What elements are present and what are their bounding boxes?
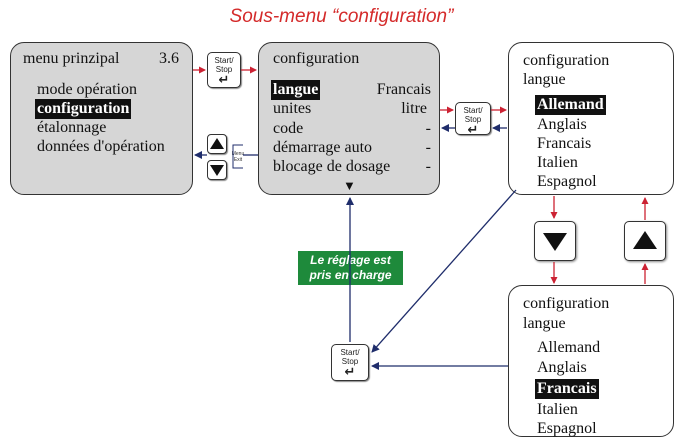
enter-icon: ↵ (218, 72, 230, 87)
up-button[interactable] (207, 134, 227, 154)
down-arrow-icon (210, 165, 224, 176)
main-menu-panel: menu prinzipal 3.6 mode opération config… (10, 42, 193, 195)
config-row-value: litre (401, 100, 427, 117)
main-menu-version: 3.6 (159, 50, 179, 67)
start-stop-button[interactable]: Start/ Stop ↵ (331, 344, 369, 381)
language-menu-title: configuration (523, 52, 610, 69)
language-menu-subtitle: langue (523, 71, 566, 88)
language-menu-subtitle: langue (523, 315, 566, 332)
config-row-label: blocage de dosage (273, 158, 391, 175)
config-row-value: - (425, 139, 431, 156)
config-row-label: démarrage auto (273, 139, 373, 156)
main-menu-item: mode opération (37, 81, 137, 98)
language-item: Espagnol (537, 173, 597, 190)
config-row-value: - (425, 158, 431, 175)
language-item: Francais (537, 135, 592, 152)
bracket-updown (232, 144, 243, 169)
down-arrow-icon (543, 233, 567, 251)
menu-exit-label: Menu Exit (231, 151, 245, 163)
config-row-value: - (425, 120, 431, 137)
up-arrow-icon (633, 231, 657, 249)
enter-icon: ↵ (344, 364, 356, 379)
config-row-label: unites (273, 100, 312, 117)
diagram-title: Sous-menu “configuration” (229, 6, 454, 27)
enter-icon: ↵ (467, 122, 479, 137)
language-menu-title: configuration (523, 295, 610, 312)
start-stop-button[interactable]: Start/ Stop ↵ (207, 52, 241, 88)
config-row-label-selected: langue (271, 80, 321, 100)
config-menu-title: configuration (273, 50, 360, 67)
language-item-selected: Allemand (535, 95, 606, 115)
down-button[interactable] (207, 160, 227, 180)
up-arrow-icon (210, 138, 224, 149)
config-row-label: code (273, 120, 304, 137)
main-menu-item-selected: configuration (35, 99, 132, 119)
main-menu-item: données d'opération (37, 138, 165, 155)
down-button-large[interactable] (534, 221, 576, 261)
config-menu-panel: configuration langue Francais unites lit… (258, 42, 440, 195)
up-button-large[interactable] (624, 221, 666, 261)
language-item: Italien (537, 401, 578, 418)
language-menu-panel-bottom: configuration langue Allemand Anglais Fr… (508, 285, 674, 437)
language-item: Anglais (537, 116, 587, 133)
main-menu-title: menu prinzipal (23, 50, 120, 67)
language-item: Espagnol (537, 420, 597, 437)
scroll-down-indicator: ▼ (343, 178, 356, 193)
main-menu-item: étalonnage (37, 119, 107, 136)
language-item: Anglais (537, 359, 587, 376)
arrow-language-top-to-start (371, 189, 517, 353)
language-item: Allemand (537, 339, 601, 356)
config-row-value: Francais (376, 81, 431, 98)
language-item-selected: Francais (535, 379, 599, 399)
language-menu-panel-top: configuration langue Allemand Anglais Fr… (508, 42, 674, 195)
start-stop-button[interactable]: Start/ Stop ↵ (455, 102, 491, 137)
language-item: Italien (537, 154, 578, 171)
